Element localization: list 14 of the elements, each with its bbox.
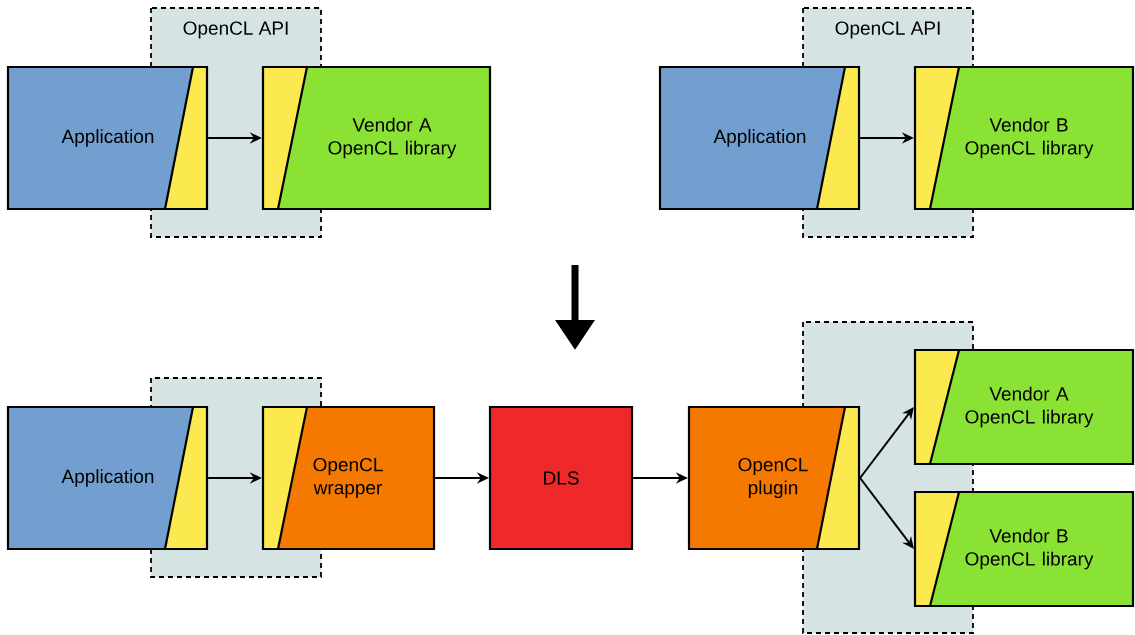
plugin-box: OpenCL plugin	[687, 405, 861, 551]
library-box: Vendor B OpenCL library	[913, 490, 1135, 608]
region-label: OpenCL API	[835, 21, 940, 39]
process-box: DLS	[488, 405, 634, 551]
library-box: Vendor B OpenCL library	[913, 65, 1135, 211]
wrapper-box: OpenCL wrapper	[261, 405, 436, 551]
application-box: Application	[658, 65, 861, 211]
application-box: Application	[6, 65, 209, 211]
library-box: Vendor A OpenCL library	[913, 348, 1135, 466]
region-label: OpenCL API	[183, 21, 288, 39]
library-box: Vendor A OpenCL library	[261, 65, 492, 211]
arrow	[859, 477, 914, 549]
arrow	[859, 407, 914, 479]
application-box: Application	[6, 405, 209, 551]
